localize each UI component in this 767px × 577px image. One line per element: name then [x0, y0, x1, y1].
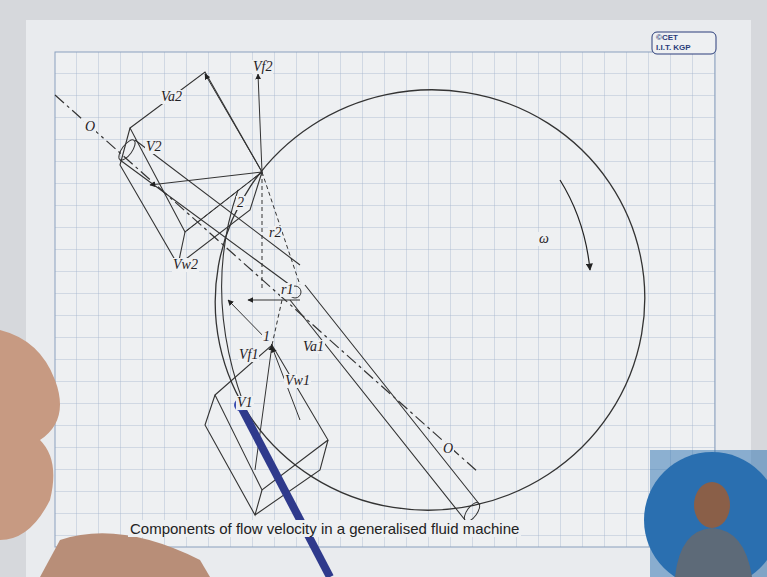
symbol-label: Vf2 [252, 60, 273, 74]
symbol-label: r1 [280, 283, 294, 297]
symbol-label: r2 [268, 226, 282, 240]
symbol-label: V2 [145, 140, 163, 154]
watermark: I.I.T. KGP [655, 44, 692, 52]
symbol-label: Vw1 [284, 374, 311, 388]
symbol-label: 1 [262, 330, 271, 344]
symbol-label: O [442, 442, 454, 456]
watermark: ©CET [655, 34, 679, 42]
caption: Components of flow velocity in a general… [128, 520, 521, 537]
symbol-label: ω [538, 232, 550, 246]
symbol-label: Vf1 [238, 348, 259, 362]
symbol-label: 2 [236, 196, 245, 210]
symbol-label: V1 [236, 396, 254, 410]
symbol-label: Va1 [302, 340, 325, 354]
symbol-label: O [84, 120, 96, 134]
symbol-label: Vw2 [172, 258, 199, 272]
symbol-label: Va2 [160, 90, 183, 104]
